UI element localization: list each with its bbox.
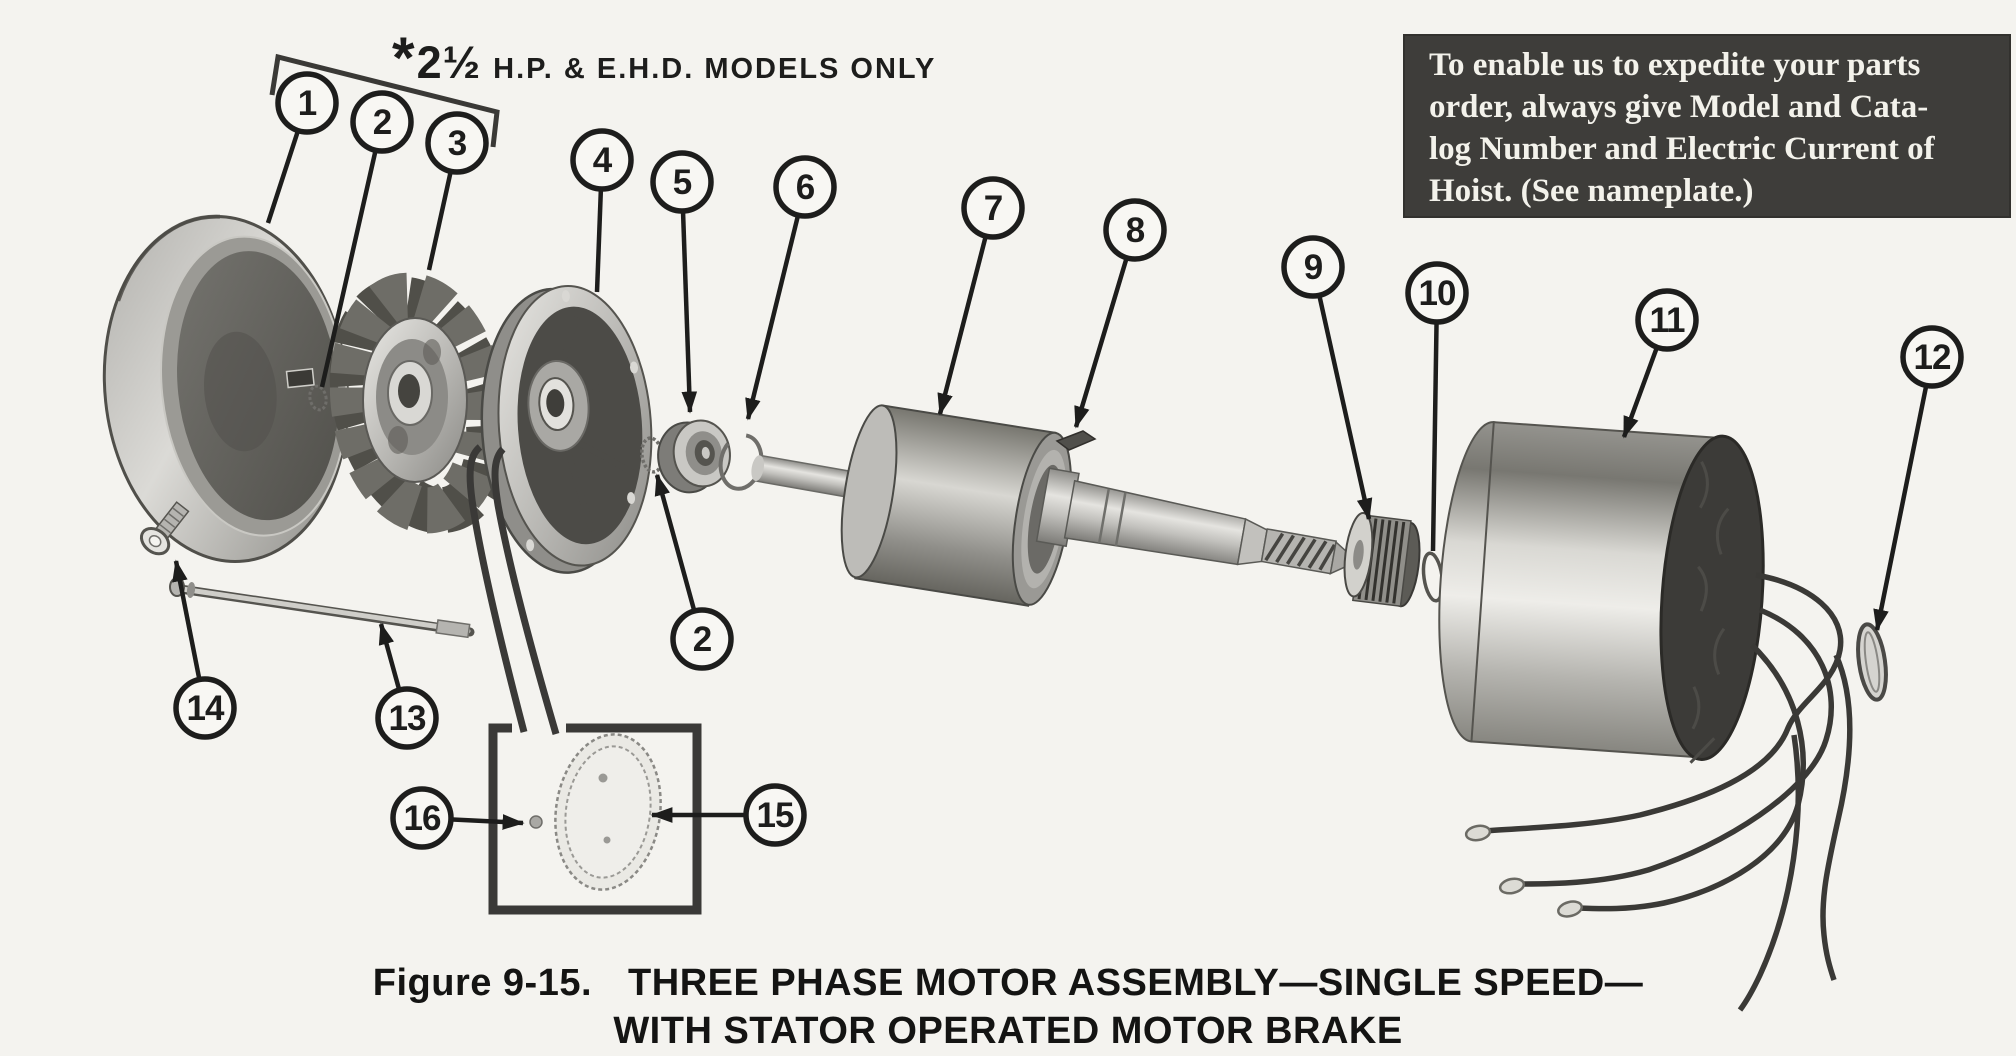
callout-4: 4 [570, 128, 634, 293]
callout-circle [350, 90, 414, 154]
fan [329, 272, 513, 534]
callout-number: 2 [693, 620, 712, 659]
inset-detail-box [466, 444, 702, 915]
callout-leader [1430, 292, 1440, 552]
pinion-gear [1343, 512, 1421, 608]
stator-housing [1438, 421, 1853, 1012]
callout-11: 11 [1621, 288, 1699, 439]
stator-wires [1485, 572, 1853, 1012]
callout-2: 2 [319, 90, 414, 388]
callout-number: 5 [673, 163, 692, 202]
callout-number: 7 [984, 189, 1002, 228]
asterisk: * [392, 26, 415, 91]
models-note-text: H.P. & E.H.D. MODELS ONLY [493, 53, 937, 85]
end-bell [480, 285, 653, 574]
callout-number: 1 [298, 84, 317, 123]
figure-title-line1: THREE PHASE MOTOR ASSEMBLY—SINGLE SPEED— [628, 962, 1644, 1004]
callout-number: 16 [404, 799, 441, 838]
callout-14: 14 [172, 559, 237, 740]
callout-13: 13 [375, 622, 439, 750]
callout-number: 9 [1304, 248, 1323, 287]
callout-leader [319, 121, 385, 388]
figure-caption-line1: Figure 9-15. THREE PHASE MOTOR ASSEMBLY—S… [0, 962, 2016, 1005]
callout-number: 2 [373, 103, 392, 142]
callout-12: 12 [1873, 325, 1964, 632]
callout-circle [1635, 288, 1699, 352]
hp-rating: 2½ [416, 37, 482, 88]
callout-circle [961, 176, 1025, 240]
parts-order-note-line: To enable us to expedite your parts [1429, 47, 1921, 83]
callout-leader [1873, 356, 1935, 632]
parts-order-note-line: log Number and Electric Current of [1429, 130, 1935, 167]
parts-order-note: To enable us to expedite your parts orde… [1405, 36, 2009, 216]
callout-number: 4 [593, 141, 613, 180]
callout-10: 10 [1405, 261, 1469, 552]
parts-order-note-line: order, always give Model and Cata- [1429, 88, 1929, 125]
wire-terminals [1464, 824, 1583, 918]
callout-circle [390, 786, 454, 850]
mounting-screw [139, 501, 190, 556]
callout-circle [1281, 235, 1345, 299]
callout-number: 13 [389, 699, 426, 738]
callout-3: 3 [425, 111, 489, 271]
callout-circle [650, 150, 714, 214]
callout-leader [937, 207, 996, 416]
callout-number: 6 [796, 168, 815, 207]
callout-number: 8 [1126, 211, 1145, 250]
callout-9: 9 [1281, 235, 1373, 521]
brake-rod [169, 577, 475, 639]
figure-title-line2: WITH STATOR OPERATED MOTOR BRAKE [613, 1010, 1403, 1052]
callout-circle [1103, 198, 1167, 262]
callout-circle [275, 71, 339, 135]
callout-7: 7 [937, 176, 1025, 416]
callout-circle [670, 607, 734, 671]
callout-circle [773, 155, 837, 219]
lockwasher-upper [308, 384, 328, 412]
callout-circle [1405, 261, 1469, 325]
figure-caption: Figure 9-15. THREE PHASE MOTOR ASSEMBLY—S… [0, 962, 2016, 1053]
callout-8: 8 [1073, 198, 1167, 429]
callout-circle [1900, 325, 1964, 389]
callout-number: 3 [448, 124, 467, 163]
callout-1: 1 [265, 71, 339, 224]
seal-ring [1856, 622, 1888, 702]
models-note-bracket [269, 53, 500, 148]
callout-number: 10 [1419, 274, 1456, 313]
callout-number: 14 [187, 689, 225, 728]
brake-drum [102, 214, 350, 564]
callout-15: 15 [650, 783, 807, 847]
callout-16: 16 [390, 786, 525, 850]
bearing [657, 419, 731, 494]
rotor-shaft [751, 404, 1351, 607]
callout-leader [745, 186, 808, 421]
callout-2: 2 [654, 473, 734, 671]
callout-leader [1073, 229, 1138, 429]
parts-order-note-line: Hoist. (See nameplate.) [1429, 172, 1754, 209]
callout-circle [375, 686, 439, 750]
callout-leader [679, 181, 698, 414]
callout-number: 15 [757, 796, 794, 835]
callout-circle [425, 111, 489, 175]
callout-circle [743, 783, 807, 847]
shaft-key [1055, 430, 1097, 451]
callout-leader [1310, 266, 1373, 521]
callout-circle [570, 128, 634, 192]
callout-number: 11 [1650, 301, 1686, 340]
callout-5: 5 [650, 150, 714, 414]
brake-screw [529, 815, 543, 829]
models-note: * 2½ H.P. & E.H.D. MODELS ONLY [392, 30, 936, 89]
callout-number: 12 [1914, 338, 1951, 377]
callout-6: 6 [745, 155, 837, 421]
figure-label: Figure 9-15. [372, 962, 593, 1004]
callout-circle [173, 676, 237, 740]
